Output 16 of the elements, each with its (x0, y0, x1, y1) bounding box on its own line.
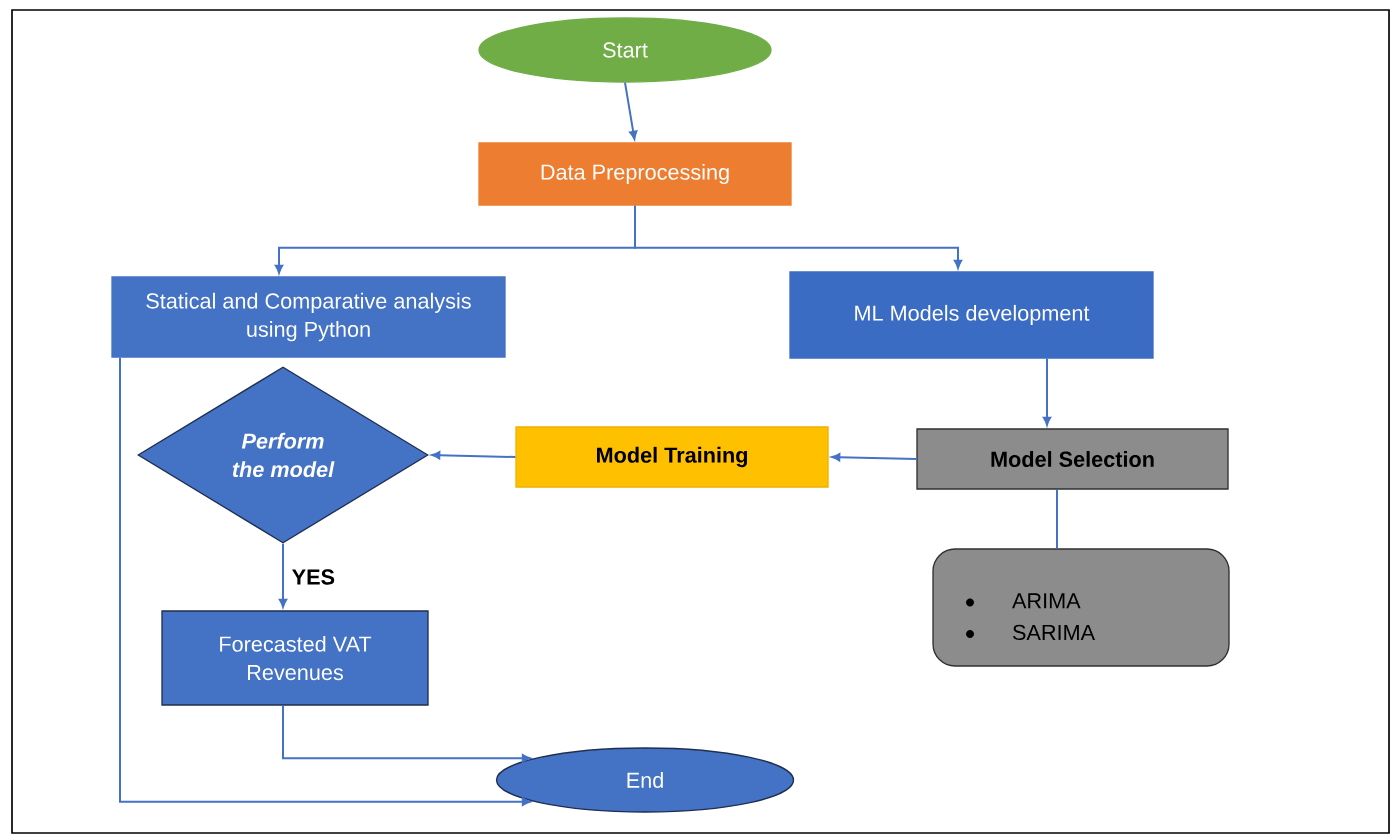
process-box: Forecasted VAT Revenues (161, 610, 429, 706)
arrow (119, 356, 531, 806)
arrow (278, 542, 288, 608)
process-box: Data Preprocessing (478, 142, 792, 206)
edge-label: YES (290, 567, 337, 587)
arrow (831, 453, 918, 462)
arrow (431, 451, 517, 460)
arrow (1042, 357, 1052, 426)
arrow (634, 204, 963, 269)
process-box: Statical and Comparative analysis using Python (111, 276, 506, 358)
arrow (624, 81, 638, 140)
process-box: Model Selection (916, 428, 1229, 490)
process-box: ML Models development (789, 271, 1154, 359)
process-box: Model Training (515, 426, 829, 488)
list-box: ARIMA SARIMA (932, 548, 1230, 667)
arrow (282, 704, 531, 763)
